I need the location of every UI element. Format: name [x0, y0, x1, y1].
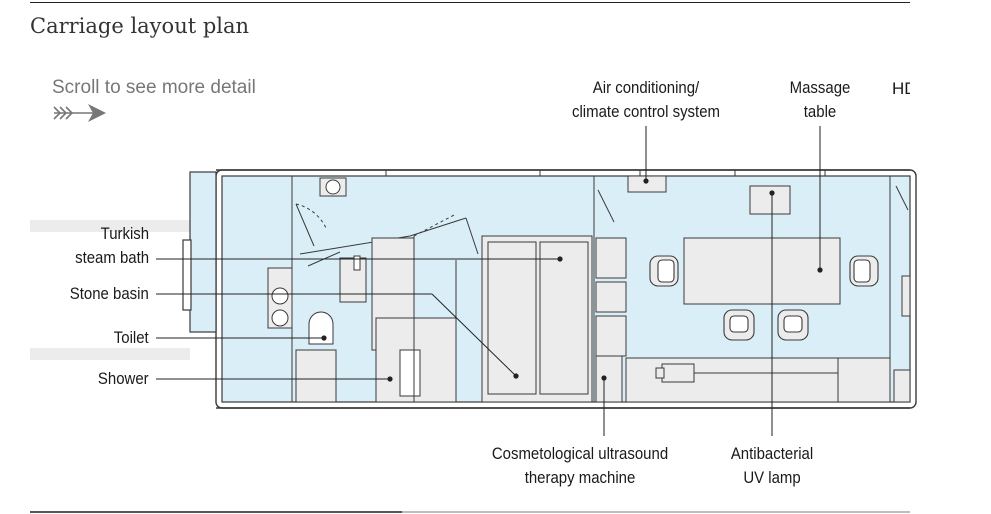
label-stone-basin: Stone basin — [69, 284, 149, 303]
scroll-progress-thumb[interactable] — [30, 511, 402, 513]
armchair-icon — [849, 255, 879, 287]
label-massage-table: Massage table — [789, 78, 851, 121]
label-uv-lamp: Antibacterial UV lamp — [730, 444, 814, 487]
label-toilet: Toilet — [114, 328, 149, 347]
label-cropped: HD — [892, 79, 910, 98]
scroll-arrow-icon — [53, 104, 106, 122]
label-shower: Shower — [98, 369, 149, 388]
label-cosmetological-machine: Cosmetological ultrasound therapy machin… — [491, 444, 669, 487]
armchair-icon — [723, 309, 755, 341]
armchair-icon — [649, 255, 679, 287]
scroll-progress-bar[interactable] — [30, 511, 910, 513]
top-divider — [30, 2, 910, 3]
page-title: Carriage layout plan — [30, 14, 250, 38]
armchair-icon — [777, 309, 809, 341]
label-air-conditioning: Air conditioning/ climate control system — [571, 78, 720, 121]
label-turkish-steam-bath: Turkish steam bath — [74, 224, 149, 267]
scroll-hint: Scroll to see more detail — [52, 77, 256, 98]
